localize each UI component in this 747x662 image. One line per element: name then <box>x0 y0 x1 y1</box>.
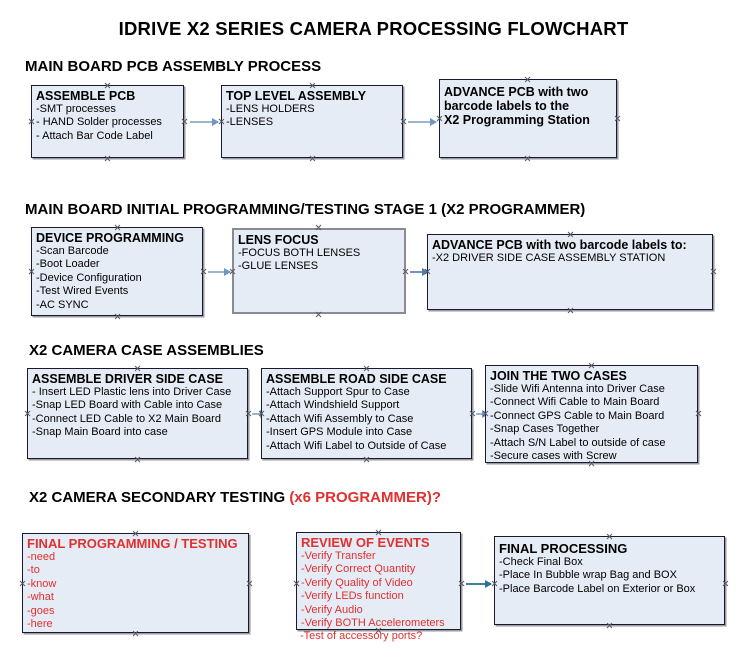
arrow-top-level-to-advance <box>408 118 437 126</box>
box-assemble-pcb[interactable]: ASSEMBLE PCB -SMT processes - HAND Solde… <box>31 85 184 158</box>
box-advance-pcb-station-line-1: ADVANCE PCB with two <box>444 85 589 99</box>
box-final-programming-testing-line-1: -need <box>27 551 56 563</box>
box-final-programming-testing-title: FINAL PROGRAMMING / TESTING <box>27 536 238 551</box>
box-lens-focus[interactable]: LENS FOCUS -FOCUS BOTH LENSES -GLUE LENS… <box>232 228 406 314</box>
box-assemble-driver-side-case-line-1: - Insert LED Plastic lens into Driver Ca… <box>32 386 232 398</box>
box-lens-focus-title: LENS FOCUS <box>238 233 319 247</box>
box-join-the-two-cases-line-5: -Attach S/N Label to outside of case <box>490 436 666 449</box>
box-top-level-assembly[interactable]: TOP LEVEL ASSEMBLY -LENS HOLDERS -LENSES <box>221 85 403 158</box>
box-top-level-assembly-line-1: -LENS HOLDERS <box>226 103 315 115</box>
box-assemble-road-side-case-line-4: -Insert GPS Module into Case <box>266 426 413 439</box>
box-assemble-driver-side-case-title: ASSEMBLE DRIVER SIDE CASE <box>32 372 224 386</box>
box-advance-pcb-station-line-3: X2 Programming Station <box>444 113 590 127</box>
arrow-pcb-to-top-level <box>190 118 219 126</box>
box-final-processing-line-3: -Place Barcode Label on Exterior or Box <box>499 582 696 595</box>
box-review-of-events[interactable]: REVIEW OF EVENTS -Verify Transfer -Verif… <box>296 532 461 630</box>
section-heading-1: MAIN BOARD PCB ASSEMBLY PROCESS <box>25 58 321 75</box>
box-advance-pcb-station-line-2: barcode labels to the <box>444 99 570 113</box>
box-lens-focus-line-1: -FOCUS BOTH LENSES <box>238 247 361 259</box>
box-join-the-two-cases-line-3: -Connect GPS Cable to Main Board <box>490 409 665 422</box>
box-assemble-pcb-line-1: -SMT processes <box>36 103 116 115</box>
box-assemble-driver-side-case-line-2: -Snap LED Board with Cable into Case <box>32 399 223 412</box>
box-final-processing-title: FINAL PROCESSING <box>499 541 628 556</box>
box-assemble-road-side-case-line-1: -Attach Support Spur to Case <box>266 386 410 398</box>
box-advance-pcb-driver-case-line-1: -X2 DRIVER SIDE CASE ASSEMBLY STATION <box>432 252 666 264</box>
box-lens-focus-line-2: -GLUE LENSES <box>238 260 319 273</box>
box-review-of-events-line-4: -Verify LEDs function <box>301 590 404 603</box>
box-join-the-two-cases-line-1: -Slide Wifi Antenna into Driver Case <box>490 383 665 395</box>
box-assemble-road-side-case-line-5: -Attach Wifi Label to Outside of Case <box>266 439 447 452</box>
page-title: IDRIVE X2 SERIES CAMERA PROCESSING FLOWC… <box>118 18 629 39</box>
section-heading-4-text: X2 CAMERA SECONDARY TESTING <box>29 489 290 506</box>
box-review-of-events-overflow-line: -Test of accessory ports? <box>300 630 423 642</box>
box-final-processing-line-1: -Check Final Box <box>499 556 583 568</box>
arrow-review-to-final-processing <box>466 580 492 588</box>
box-device-programming[interactable]: DEVICE PROGRAMMING -Scan Barcode -Boot L… <box>31 227 203 316</box>
box-advance-pcb-driver-case-title: ADVANCE PCB with two barcode labels to: <box>432 238 687 252</box>
box-final-processing[interactable]: FINAL PROCESSING -Check Final Box -Place… <box>494 536 725 625</box>
box-device-programming-line-2: -Boot Loader <box>36 258 100 271</box>
section-heading-4-red-text: (x6 PROGRAMMER)? <box>289 489 441 506</box>
section-heading-2: MAIN BOARD INITIAL PROGRAMMING/TESTING S… <box>25 201 585 218</box>
section-heading-3: X2 CAMERA CASE ASSEMBLIES <box>29 342 264 359</box>
arrow-lens-focus-to-advance <box>410 268 429 276</box>
section-heading-1-text: MAIN BOARD PCB ASSEMBLY PROCESS <box>25 58 322 75</box>
box-top-level-assembly-title: TOP LEVEL ASSEMBLY <box>226 89 367 103</box>
box-join-the-two-cases[interactable]: JOIN THE TWO CASES -Slide Wifi Antenna i… <box>485 365 698 463</box>
box-assemble-driver-side-case[interactable]: ASSEMBLE DRIVER SIDE CASE - Insert LED P… <box>27 368 248 459</box>
box-assemble-pcb-line-2: - HAND Solder processes <box>36 116 162 129</box>
box-assemble-pcb-title: ASSEMBLE PCB <box>36 89 136 103</box>
section-heading-2-text: MAIN BOARD INITIAL PROGRAMMING/TESTING S… <box>25 201 586 218</box>
box-final-programming-testing-line-5: -goes <box>27 604 55 617</box>
box-assemble-road-side-case[interactable]: ASSEMBLE ROAD SIDE CASE -Attach Support … <box>261 368 472 459</box>
arrow-device-to-lens-focus <box>208 268 231 276</box>
box-device-programming-title: DEVICE PROGRAMMING <box>36 231 184 245</box>
box-device-programming-line-4: -Test Wired Events <box>36 285 129 298</box>
box-review-of-events-line-1: -Verify Transfer <box>301 550 376 562</box>
box-assemble-road-side-case-line-2: -Attach Windshield Support <box>266 399 400 412</box>
box-assemble-driver-side-case-line-4: -Snap Main Board into case <box>32 426 168 439</box>
box-review-of-events-line-3: -Verify Quality of Video <box>301 576 413 589</box>
box-review-of-events-line-6: -Verify BOTH Accelerometers <box>301 617 445 630</box>
box-review-of-events-line-5: -Verify Audio <box>301 603 363 616</box>
box-join-the-two-cases-title: JOIN THE TWO CASES <box>490 369 627 383</box>
box-review-of-events-title: REVIEW OF EVENTS <box>301 535 430 550</box>
box-assemble-road-side-case-title: ASSEMBLE ROAD SIDE CASE <box>266 372 447 386</box>
box-final-programming-testing-line-2: -to <box>27 564 40 577</box>
section-heading-3-text: X2 CAMERA CASE ASSEMBLIES <box>29 342 264 359</box>
box-final-processing-line-2: -Place In Bubble wrap Bag and BOX <box>499 569 677 582</box>
box-advance-pcb-driver-case[interactable]: ADVANCE PCB with two barcode labels to: … <box>427 234 713 310</box>
box-final-programming-testing-line-3: -know <box>27 577 57 590</box>
box-review-of-events-line-2: -Verify Correct Quantity <box>301 563 416 576</box>
box-advance-pcb-station[interactable]: ADVANCE PCB with two barcode labels to t… <box>439 79 617 158</box>
box-assemble-pcb-line-3: - Attach Bar Code Label <box>36 129 153 142</box>
box-assemble-road-side-case-line-3: -Attach Wifi Assembly to Case <box>266 412 414 425</box>
box-final-programming-testing-line-6: -here <box>27 618 53 631</box>
box-assemble-driver-side-case-line-3: -Connect LED Cable to X2 Main Board <box>32 412 221 425</box>
box-join-the-two-cases-line-4: -Snap Cases Together <box>490 423 600 436</box>
section-heading-4: X2 CAMERA SECONDARY TESTING (x6 PROGRAMM… <box>29 489 441 506</box>
box-device-programming-line-3: -Device Configuration <box>36 271 142 284</box>
box-device-programming-line-5: -AC SYNC <box>36 298 89 311</box>
box-device-programming-line-1: -Scan Barcode <box>36 245 109 257</box>
box-final-programming-testing-line-4: -what <box>27 591 54 604</box>
box-join-the-two-cases-line-6: -Secure cases with Screw <box>490 450 617 463</box>
box-final-programming-testing[interactable]: FINAL PROGRAMMING / TESTING -need -to -k… <box>22 533 249 633</box>
box-top-level-assembly-line-2: -LENSES <box>226 116 274 129</box>
box-join-the-two-cases-line-2: -Connect Wifi Cable to Main Board <box>490 396 660 409</box>
